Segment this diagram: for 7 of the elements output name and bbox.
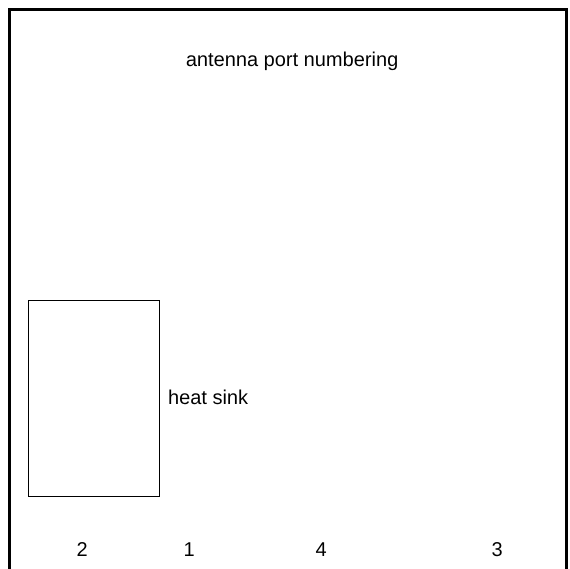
diagram-title: antenna port numbering bbox=[186, 50, 398, 70]
component-label: heat sink bbox=[168, 388, 248, 408]
port-number: 3 bbox=[491, 540, 503, 560]
heat-sink-outline bbox=[28, 300, 160, 497]
port-number: 1 bbox=[183, 540, 195, 560]
port-number: 2 bbox=[76, 540, 88, 560]
port-number: 4 bbox=[315, 540, 327, 560]
